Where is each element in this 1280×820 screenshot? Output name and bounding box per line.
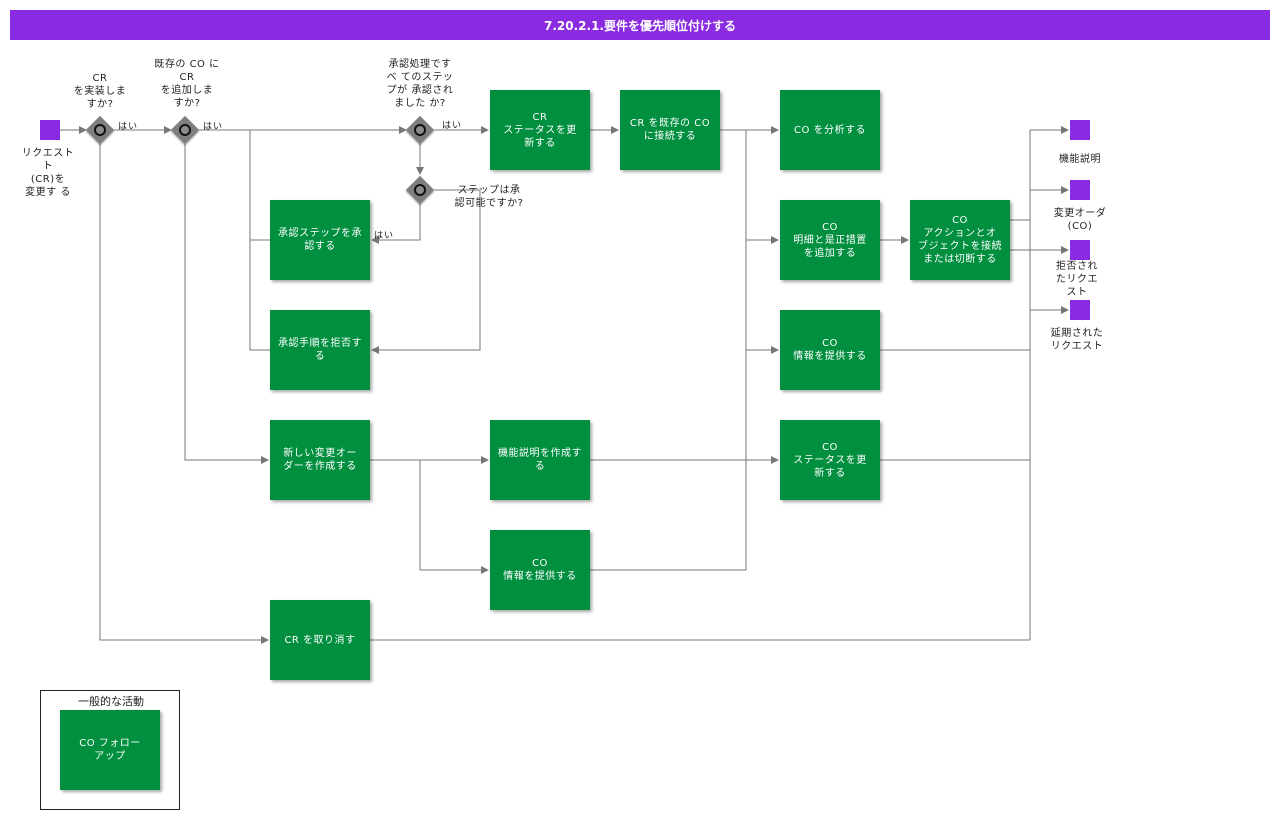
end-event-spec-label: 機能説明 bbox=[1059, 154, 1101, 165]
flow-line bbox=[590, 130, 747, 571]
flow-line bbox=[184, 144, 269, 464]
end-event-spec bbox=[1070, 120, 1090, 140]
flow-line bbox=[419, 460, 489, 574]
task-cancel-cr[interactable]: CR を取り消す bbox=[270, 600, 370, 680]
gateway-yes-label: はい bbox=[442, 121, 463, 131]
start-event-label: リクエスト ト (CR)を 変更す る bbox=[21, 148, 75, 198]
legend-title: 一般的な活動 bbox=[78, 695, 144, 708]
gateway-yes-label: はい bbox=[374, 231, 395, 241]
gateway-yes-label: はい bbox=[118, 122, 139, 132]
end-event-rejected-label: 拒否され たリクエ スト bbox=[1056, 261, 1098, 298]
legend-task-co-followup[interactable]: CO フォロー アップ bbox=[60, 710, 160, 790]
legend-box: 一般的な活動 CO フォロー アップ bbox=[40, 690, 180, 810]
task-connect-cr-to-co[interactable]: CR を既存の CO に接続する bbox=[620, 90, 720, 170]
end-event-co-label: 変更オーダ (CO) bbox=[1053, 208, 1107, 232]
task-create-spec[interactable]: 機能説明を作成す る bbox=[490, 420, 590, 500]
task-provide-co-info[interactable]: CO 情報を提供する bbox=[780, 310, 880, 390]
end-event-co bbox=[1070, 180, 1090, 200]
task-analyze-co[interactable]: CO を分析する bbox=[780, 90, 880, 170]
flow-line bbox=[371, 189, 481, 354]
end-event-rejected bbox=[1070, 240, 1090, 260]
task-update-cr-status[interactable]: CR ステータスを更 新する bbox=[490, 90, 590, 170]
flow-line bbox=[99, 144, 269, 644]
gateway-add-to-co-label: 既存の CO に CR を追加しま すか? bbox=[154, 59, 220, 109]
end-event-deferred-label: 延期された リクエスト bbox=[1050, 328, 1104, 352]
task-update-co-status[interactable]: CO ステータスを更 新する bbox=[780, 420, 880, 500]
task-connect-actions[interactable]: CO アクションとオ ブジェクトを接続 または切断する bbox=[910, 200, 1010, 280]
task-provide-co-info-2[interactable]: CO 情報を提供する bbox=[490, 530, 590, 610]
gateway-all-approved-label: 承認処理です べ てのステッ プが 承認され ました か? bbox=[386, 59, 454, 109]
diagram-title: 7.20.2.1.要件を優先順位付けする bbox=[10, 10, 1270, 40]
task-create-new-co[interactable]: 新しい変更オー ダーを作成する bbox=[270, 420, 370, 500]
gateway-implement-cr-label: CR を実装しま すか? bbox=[73, 73, 127, 110]
flow-line bbox=[249, 130, 270, 241]
gateway-step-approvable-label: ステップは承 認可能ですか? bbox=[454, 185, 524, 209]
flow-line bbox=[249, 240, 270, 351]
gateway-yes-label: はい bbox=[203, 122, 224, 132]
task-reject-step[interactable]: 承認手順を拒否す る bbox=[270, 310, 370, 390]
start-event bbox=[40, 120, 60, 140]
task-add-details[interactable]: CO 明細と是正措置 を追加する bbox=[780, 200, 880, 280]
task-approve-step[interactable]: 承認ステップを承 認する bbox=[270, 200, 370, 280]
flow-line bbox=[371, 204, 421, 244]
end-event-deferred bbox=[1070, 300, 1090, 320]
